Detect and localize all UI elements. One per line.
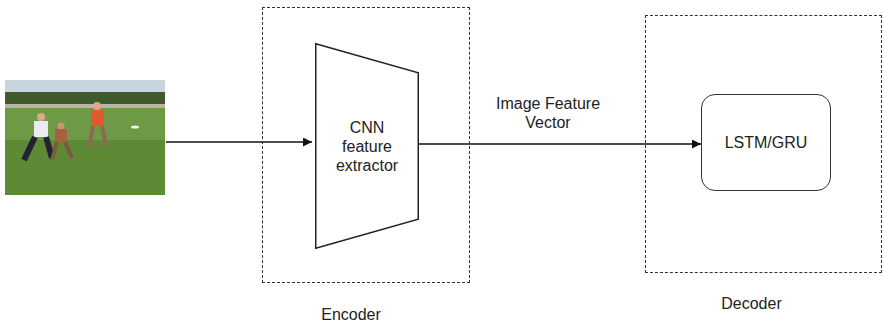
shirt xyxy=(55,129,67,142)
head xyxy=(37,113,45,121)
red-shirt xyxy=(91,110,104,126)
group-label: Encoder xyxy=(321,305,381,324)
encoder-box: EncoderCNN feature extractor xyxy=(262,7,470,283)
sky xyxy=(5,80,165,94)
cnn-trapezoid: CNN feature extractor xyxy=(315,43,419,249)
trapezoid-shape xyxy=(316,44,419,249)
legs xyxy=(89,126,106,148)
frisbee xyxy=(131,126,139,129)
grass xyxy=(5,80,165,195)
buildings xyxy=(5,104,165,108)
node-label: LSTM/GRU xyxy=(725,133,808,152)
group-label: Decoder xyxy=(721,294,781,313)
input-arrow xyxy=(166,141,312,143)
input-photo xyxy=(5,80,165,195)
edge-label: Image Feature Vector xyxy=(481,94,615,132)
decoder-box: DecoderLSTM/GRU xyxy=(645,15,882,273)
tree-line xyxy=(5,92,165,106)
head xyxy=(58,123,65,130)
process-box: LSTM/GRU xyxy=(701,94,831,191)
node-label: CNN feature extractor xyxy=(325,118,409,175)
legs xyxy=(52,142,72,160)
connector-arrow xyxy=(419,143,701,145)
head xyxy=(93,102,101,110)
white-shirt xyxy=(34,121,48,137)
legs xyxy=(24,137,52,160)
